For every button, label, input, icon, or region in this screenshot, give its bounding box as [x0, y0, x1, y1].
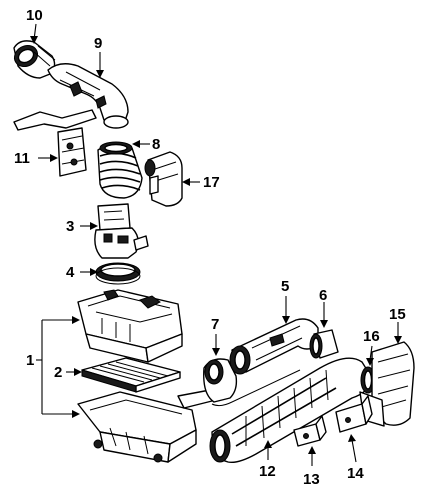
part-4-gasket [95, 262, 141, 285]
callout-5: 5 [281, 278, 289, 295]
callout-1: 1 [26, 352, 34, 369]
part-12-long-duct [209, 357, 373, 464]
part-14-bracket [335, 395, 373, 433]
part-6-coupler [309, 329, 339, 359]
part-3-airflow-meter [94, 203, 149, 259]
part-13-bracket [293, 415, 327, 447]
leader-lines [30, 23, 402, 466]
part-5-intake-pipe [229, 318, 319, 375]
callout-15: 15 [389, 306, 406, 323]
callout-labels: 10 9 11 8 17 3 4 1 2 7 5 6 16 15 12 13 1… [14, 7, 406, 488]
callout-12: 12 [259, 463, 276, 480]
callout-6: 6 [319, 287, 327, 304]
part-9-intake-duct [47, 63, 129, 129]
part-2-filter-element [81, 357, 181, 393]
part-7-elbow [203, 358, 238, 403]
part-8-bellows-hose [97, 141, 143, 199]
callout-8: 8 [152, 136, 160, 153]
callout-17: 17 [203, 174, 220, 191]
callout-4: 4 [66, 264, 75, 281]
callout-10: 10 [26, 7, 43, 24]
callout-14: 14 [347, 465, 364, 482]
callout-11: 11 [14, 150, 30, 167]
callout-16: 16 [363, 328, 380, 345]
callout-9: 9 [94, 35, 102, 52]
callout-7: 7 [211, 316, 219, 333]
callout-13: 13 [303, 471, 320, 488]
part-1-lower-housing [77, 389, 217, 463]
part-17-resonator [144, 151, 183, 207]
part-1-upper-housing [77, 289, 183, 363]
part-11-bracket [13, 109, 97, 177]
callout-2: 2 [54, 364, 62, 381]
callout-3: 3 [66, 218, 74, 235]
